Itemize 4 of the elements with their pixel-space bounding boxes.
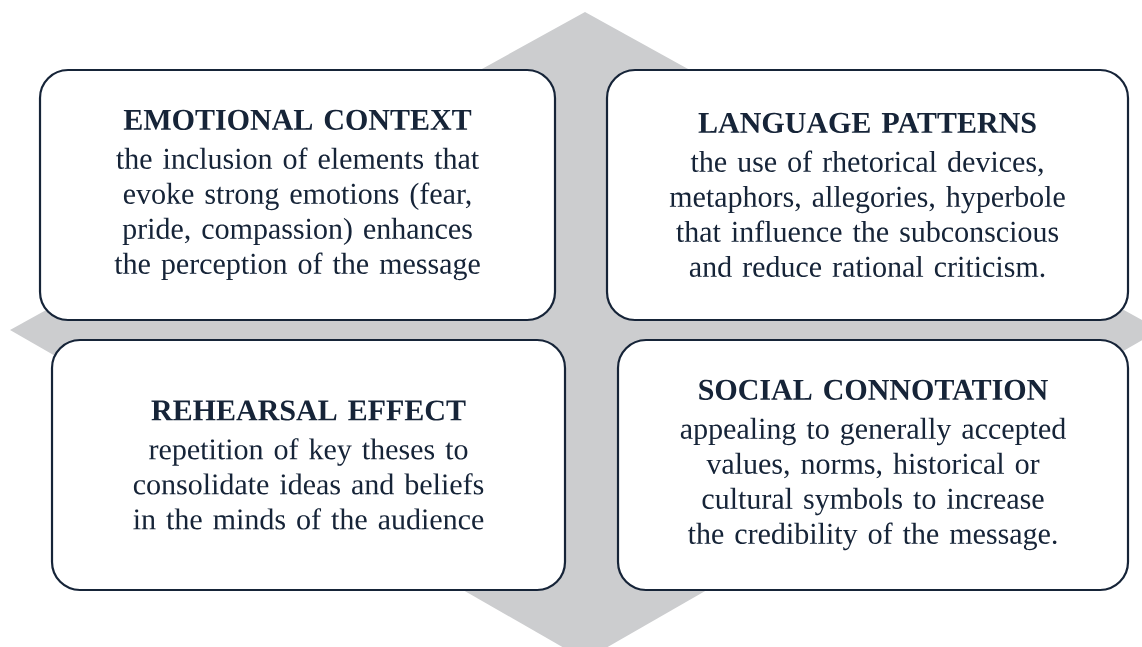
text-box: EMOTIONAL CONTEXT the inclusion of elements that evoke strong emotions (fear, pride, compassion) enhances the perception of the message: [38, 68, 557, 322]
text-box: LANGUAGE PATTERNS the use of rhetorical devices, metaphors, allegories, hyperbole that influence the subconscious and reduce rational criticism.: [605, 68, 1130, 322]
text-box: SOCIAL CONNOTATION appealing to generally accepted values, norms, historical or cultural symbols to increase the credibility of the message.: [616, 338, 1130, 592]
text-box: REHEARSAL EFFECT repetition of key theses to consolidate ideas and beliefs in the minds of the audience: [50, 338, 567, 592]
